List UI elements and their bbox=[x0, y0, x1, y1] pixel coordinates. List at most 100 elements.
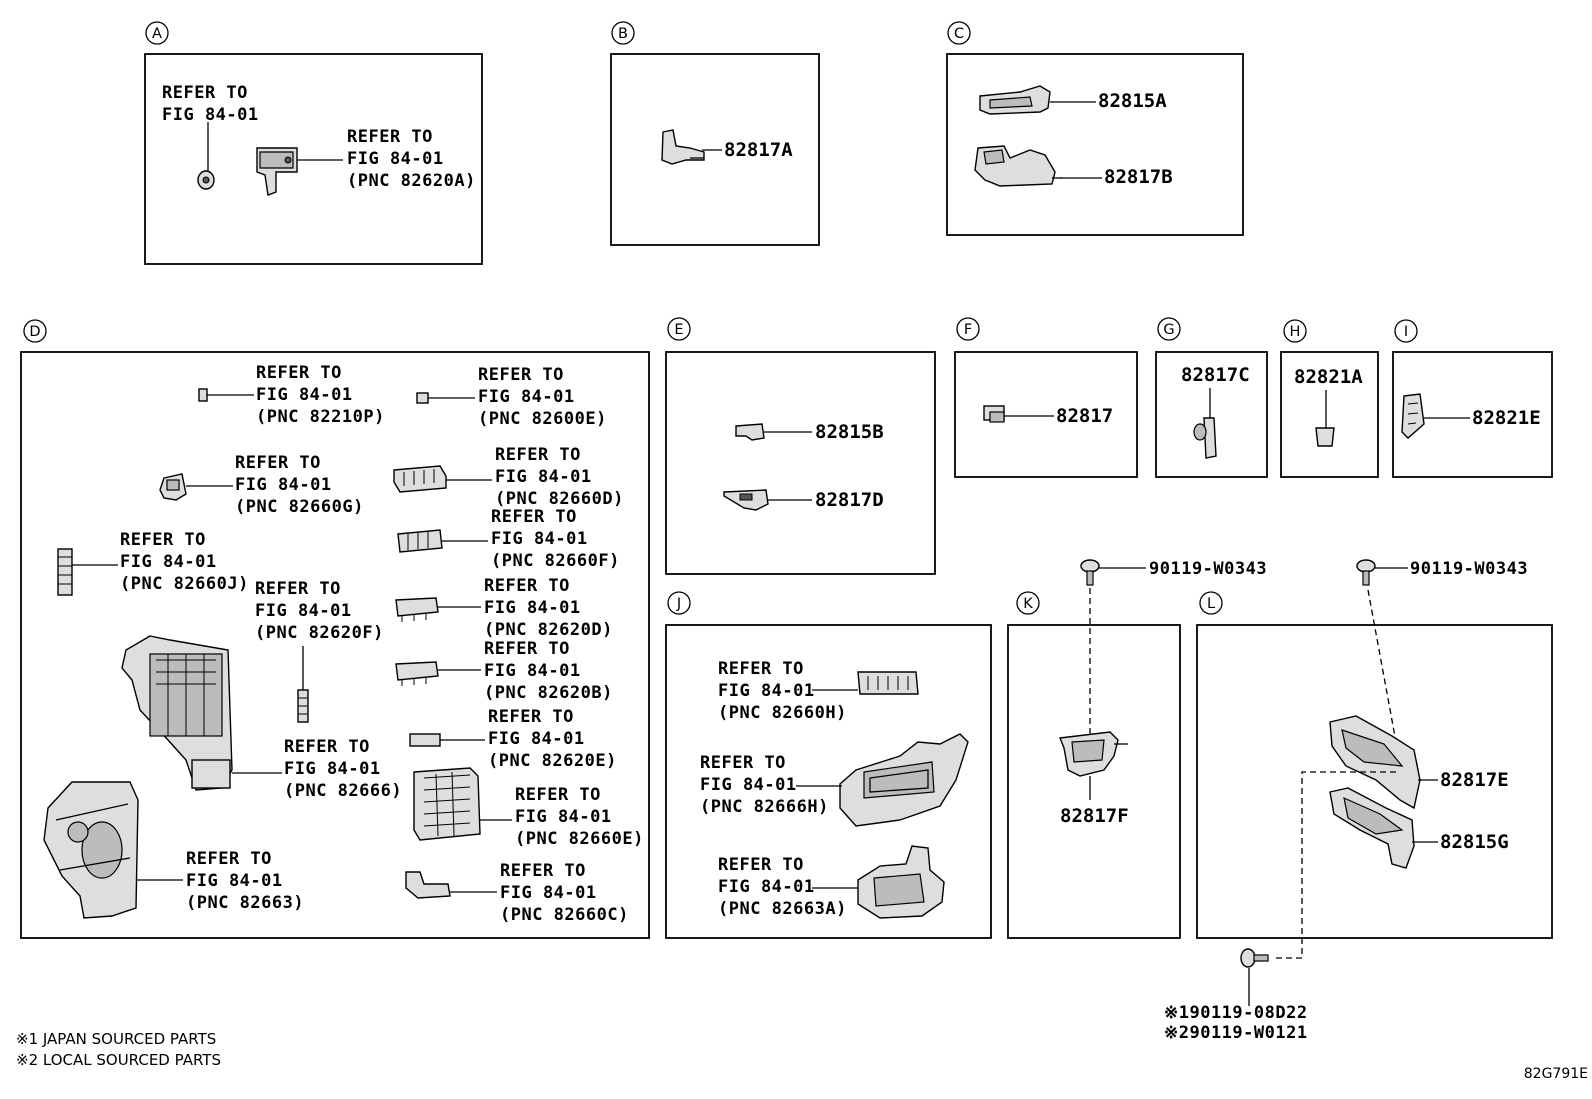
callout-82815a: 82815A bbox=[1050, 90, 1167, 112]
svg-text:REFER TO: REFER TO bbox=[120, 530, 206, 550]
svg-text:D: D bbox=[29, 324, 40, 340]
svg-text:(PNC 82600E): (PNC 82600E) bbox=[478, 409, 607, 429]
section-label-h: H bbox=[1283, 319, 1307, 343]
callout-82663: REFER TO FIG 84-01 (PNC 82663) bbox=[136, 849, 304, 913]
svg-text:I: I bbox=[1404, 324, 1408, 340]
svg-text:82821E: 82821E bbox=[1472, 407, 1541, 429]
callout-82660j: REFER TO FIG 84-01 (PNC 82660J) bbox=[72, 530, 249, 594]
svg-text:FIG 84-01: FIG 84-01 bbox=[500, 883, 597, 903]
svg-text:FIG 84-01: FIG 84-01 bbox=[488, 729, 585, 749]
callout-bolt-l: 90119-W0343 bbox=[1375, 559, 1528, 579]
svg-text:FIG 84-01: FIG 84-01 bbox=[515, 807, 612, 827]
svg-text:(PNC 82620D): (PNC 82620D) bbox=[484, 620, 613, 640]
svg-text:K: K bbox=[1023, 596, 1033, 612]
svg-text:82817D: 82817D bbox=[815, 489, 884, 511]
svg-text:REFER TO: REFER TO bbox=[347, 127, 433, 147]
svg-text:82815A: 82815A bbox=[1098, 90, 1167, 112]
svg-text:82817A: 82817A bbox=[724, 139, 793, 161]
cover-82663a-icon bbox=[857, 845, 945, 919]
bracket-icon bbox=[256, 147, 298, 196]
clamp-icon bbox=[661, 129, 705, 165]
bracket-82815b-icon bbox=[735, 423, 765, 441]
section-b-frame bbox=[610, 53, 820, 246]
svg-text:H: H bbox=[1290, 324, 1301, 340]
bracket-82817e-icon bbox=[1329, 715, 1421, 810]
relay-block-82666-icon bbox=[121, 635, 233, 791]
callout-82817d: 82817D bbox=[768, 489, 884, 511]
bracket-82815g-icon bbox=[1329, 787, 1415, 869]
svg-text:(PNC 82620F): (PNC 82620F) bbox=[255, 623, 384, 643]
svg-text:90119-W0343: 90119-W0343 bbox=[1410, 559, 1528, 579]
svg-text:REFER TO: REFER TO bbox=[718, 855, 804, 875]
callout-82660e: REFER TO FIG 84-01 (PNC 82660E) bbox=[480, 785, 643, 849]
callout-82817: 82817 bbox=[1004, 405, 1113, 427]
svg-text:(PNC 82620B): (PNC 82620B) bbox=[484, 683, 613, 703]
svg-text:FIG 84-01: FIG 84-01 bbox=[347, 149, 444, 169]
callout-82815b: 82815B bbox=[764, 421, 884, 443]
connector-82660c-icon bbox=[405, 871, 451, 899]
callout-a-bracket: REFER TO FIG 84-01 (PNC 82620A) bbox=[297, 127, 475, 191]
nut-icon bbox=[197, 170, 215, 190]
callout-82620f: REFER TO FIG 84-01 (PNC 82620F) bbox=[255, 579, 384, 690]
svg-text:F: F bbox=[964, 322, 972, 338]
assembly-line-l bbox=[1367, 589, 1397, 743]
callout-82817f: 82817F bbox=[1060, 776, 1129, 827]
svg-text:REFER TO: REFER TO bbox=[235, 453, 321, 473]
svg-text:FIG 84-01: FIG 84-01 bbox=[162, 105, 259, 125]
svg-text:(PNC 82210P): (PNC 82210P) bbox=[256, 407, 385, 427]
connector-82821e-icon bbox=[1401, 393, 1425, 439]
svg-text:C: C bbox=[954, 26, 964, 42]
callout-82817e: 82817E bbox=[1418, 769, 1509, 791]
connector-82620e-icon bbox=[409, 733, 441, 747]
svg-text:(PNC 82660F): (PNC 82660F) bbox=[491, 551, 620, 571]
callout-bolt-lower: ※190119-08D22 ※290119-W0121 bbox=[1164, 968, 1308, 1043]
svg-text:FIG 84-01: FIG 84-01 bbox=[700, 775, 797, 795]
svg-text:82815B: 82815B bbox=[815, 421, 884, 443]
footnote-local: ※2 LOCAL SOURCED PARTS bbox=[16, 1051, 221, 1069]
section-c-frame bbox=[946, 53, 1244, 236]
callout-82666: REFER TO FIG 84-01 (PNC 82666) bbox=[232, 737, 402, 801]
svg-text:(PNC 82666): (PNC 82666) bbox=[284, 781, 402, 801]
callout-82660h: REFER TO FIG 84-01 (PNC 82660H) bbox=[718, 659, 858, 723]
svg-text:82817B: 82817B bbox=[1104, 166, 1173, 188]
fuse-block-82660e-icon bbox=[413, 767, 481, 841]
callout-82666h: REFER TO FIG 84-01 (PNC 82666H) bbox=[700, 753, 842, 817]
bracket-82817b-icon bbox=[974, 145, 1062, 187]
section-h-frame bbox=[1280, 351, 1379, 478]
svg-text:FIG 84-01: FIG 84-01 bbox=[491, 529, 588, 549]
callout-82660c: REFER TO FIG 84-01 (PNC 82660C) bbox=[450, 861, 628, 925]
connector-82660f-icon bbox=[397, 529, 443, 553]
svg-text:J: J bbox=[676, 596, 681, 612]
section-label-f: F bbox=[956, 317, 980, 341]
section-j-frame bbox=[665, 624, 992, 939]
svg-text:(PNC 82660J): (PNC 82660J) bbox=[120, 574, 249, 594]
svg-text:(PNC 82660H): (PNC 82660H) bbox=[718, 703, 847, 723]
bracket-82815a-icon bbox=[979, 85, 1051, 115]
cover-82663-icon bbox=[43, 781, 139, 919]
assembly-line-l-lower bbox=[1276, 771, 1396, 959]
svg-text:REFER TO: REFER TO bbox=[700, 753, 786, 773]
svg-text:REFER TO: REFER TO bbox=[478, 365, 564, 385]
section-label-g: G bbox=[1157, 317, 1181, 341]
section-i-frame bbox=[1392, 351, 1553, 478]
callout-82821e: 82821E bbox=[1424, 407, 1541, 429]
svg-text:FIG 84-01: FIG 84-01 bbox=[718, 877, 815, 897]
relay-82660g-icon bbox=[159, 473, 187, 501]
svg-text:REFER TO: REFER TO bbox=[484, 639, 570, 659]
section-a-frame bbox=[144, 53, 483, 265]
svg-text:90119-W0343: 90119-W0343 bbox=[1149, 559, 1267, 579]
svg-text:82815G: 82815G bbox=[1440, 831, 1509, 853]
section-label-c: C bbox=[947, 21, 971, 45]
bracket-82817-icon bbox=[983, 405, 1005, 423]
callout-82210p: REFER TO FIG 84-01 (PNC 82210P) bbox=[207, 363, 385, 427]
callout-82620b: REFER TO FIG 84-01 (PNC 82620B) bbox=[438, 639, 613, 703]
svg-text:82817C: 82817C bbox=[1181, 364, 1250, 386]
svg-text:82817: 82817 bbox=[1056, 405, 1113, 427]
callout-82817c: 82817C bbox=[1181, 364, 1250, 418]
svg-text:※290119-W0121: ※290119-W0121 bbox=[1164, 1023, 1308, 1043]
svg-text:FIG 84-01: FIG 84-01 bbox=[255, 601, 352, 621]
connector-82660h-icon bbox=[857, 671, 919, 695]
callout-82660g: REFER TO FIG 84-01 (PNC 82660G) bbox=[186, 453, 363, 517]
connector-82660j-icon bbox=[57, 548, 73, 596]
